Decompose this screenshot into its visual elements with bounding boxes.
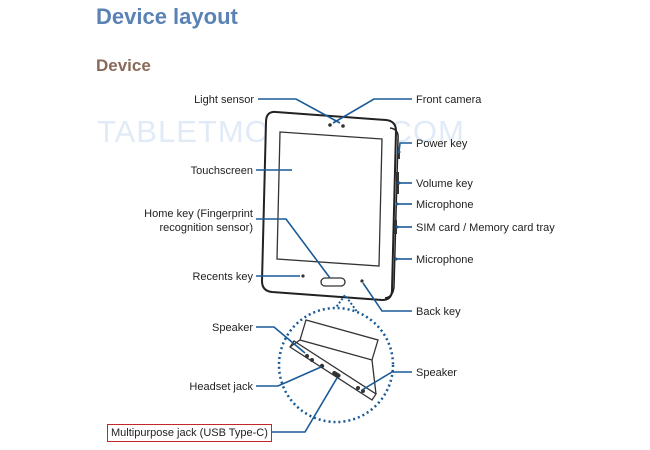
label-home-key-line2: recognition sensor) — [159, 222, 253, 234]
label-microphone-top: Microphone — [416, 199, 474, 211]
label-multipurpose-jack: Multipurpose jack (USB Type-C) — [111, 427, 268, 439]
section-title: Device — [96, 56, 151, 75]
label-volume-key: Volume key — [416, 178, 473, 190]
label-headset-jack: Headset jack — [189, 381, 253, 393]
label-back-key: Back key — [416, 306, 461, 318]
front-camera-dot — [328, 123, 332, 127]
label-speaker-left: Speaker — [212, 322, 253, 334]
label-home-key-line1: Home key (Fingerprint — [144, 208, 253, 220]
label-speaker-right: Speaker — [416, 367, 457, 379]
light-sensor-dot — [341, 124, 345, 128]
back-key-dot — [360, 279, 364, 283]
label-microphone-bottom: Microphone — [416, 254, 474, 266]
label-power-key: Power key — [416, 138, 468, 150]
label-light-sensor: Light sensor — [194, 94, 254, 106]
label-front-camera: Front camera — [416, 94, 482, 106]
tablet-body — [260, 110, 400, 302]
bottom-edge-closeup — [289, 319, 379, 401]
callout-lines — [256, 98, 412, 433]
home-key-shape — [320, 277, 346, 287]
label-sim-tray: SIM card / Memory card tray — [416, 222, 555, 234]
page-title: Device layout — [96, 4, 238, 29]
label-touchscreen: Touchscreen — [190, 165, 253, 177]
zoom-circle — [277, 306, 395, 424]
recents-key-dot — [301, 274, 305, 278]
label-recents-key: Recents key — [192, 271, 253, 283]
highlight-box — [107, 424, 272, 442]
label-home-key: Home key (Fingerprint recognition sensor… — [130, 207, 253, 235]
